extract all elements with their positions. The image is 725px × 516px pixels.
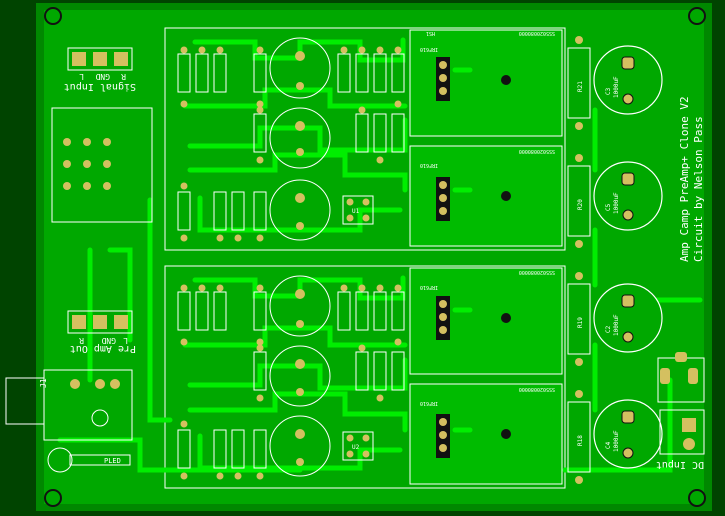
out-pin-gnd: GND: [101, 336, 116, 345]
heatsink-hs2: [409, 145, 563, 247]
hs4-part: SS5020080000: [519, 386, 555, 392]
power-led: [47, 447, 131, 473]
hs1-part: SS5020080000: [519, 30, 555, 36]
q3-part: IRF610: [420, 284, 438, 290]
board-title: Amp Camp PreAmp+ Clone V2: [678, 96, 691, 262]
signal-input-connector: [67, 47, 133, 71]
led-label: PLED: [104, 457, 121, 465]
mounting-holes: [44, 7, 706, 507]
board-credit: Circuit by Nelson Pass: [692, 116, 705, 262]
bottom-channel-frame: [164, 265, 566, 489]
out-pin-l: L: [123, 336, 128, 345]
heatsinks: [409, 29, 563, 485]
dc-input-connector: [657, 352, 705, 455]
bottom-resistors: [177, 291, 405, 469]
heatsink-hs4: [409, 383, 563, 485]
ic-packages: [342, 195, 374, 461]
preamp-out-label: Pre Amp Out: [70, 343, 136, 354]
signal-input-label: Signal Input: [64, 81, 136, 92]
cap-c2-value: 1000uF: [613, 314, 620, 336]
top-resistors: [177, 53, 405, 231]
resistor-pads: [180, 46, 402, 480]
signal-pin-r: R: [121, 72, 126, 81]
cap-c4-label: C4: [605, 441, 612, 449]
audio-jack-j1: [5, 369, 133, 441]
cap-c5-value: 1000uF: [613, 192, 620, 214]
hs3-part: SS5020080000: [519, 269, 555, 275]
signal-pin-gnd: GND: [95, 72, 110, 81]
q4-part: IRF610: [420, 46, 438, 52]
top-channel-frame: [164, 27, 566, 251]
res-r18-label: R18: [577, 435, 584, 446]
volume-pot-footprint: [51, 107, 153, 223]
preamp-out-connector: [67, 310, 133, 334]
out-pin-r: R: [79, 336, 84, 345]
cap-c4-value: 1000uF: [613, 430, 620, 452]
big-caps: [593, 45, 663, 469]
signal-pin-l: L: [79, 72, 84, 81]
dc-input-label: DC Input: [656, 459, 704, 470]
ic-u1-label: U1: [352, 208, 360, 215]
res-r19-label: R19: [577, 317, 584, 328]
hs2-part: SS5020080000: [519, 148, 555, 154]
q5-part: IRF610: [420, 400, 438, 406]
cap-c3-value: 1000uF: [613, 76, 620, 98]
cap-c3-label: C3: [605, 87, 612, 95]
channel-capacitors: [269, 37, 331, 477]
q6-part: IRF610: [420, 162, 438, 168]
heatsink-hs3: [409, 267, 563, 375]
ic-u2-label: U2: [352, 444, 360, 451]
heatsink-hs1: [409, 29, 563, 137]
res-r20-label: R20: [577, 199, 584, 210]
jack-label: J1: [39, 378, 48, 388]
res-r21-label: R21: [577, 81, 584, 92]
cap-c2-label: C2: [605, 325, 612, 333]
power-resistors: [567, 47, 591, 473]
hs1-label: HS1: [426, 30, 435, 36]
cap-c5-label: C5: [605, 203, 612, 211]
